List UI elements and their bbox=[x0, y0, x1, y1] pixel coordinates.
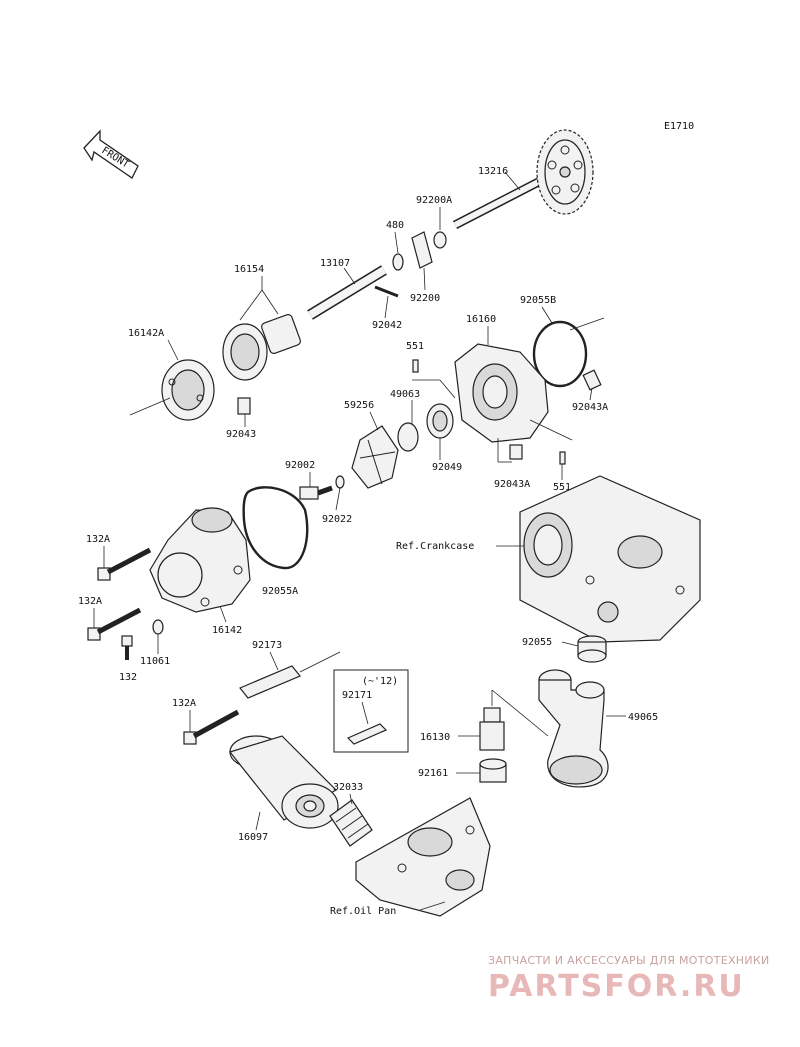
ref-crankcase-label: Ref.Crankcase bbox=[396, 541, 474, 552]
oring-92055 bbox=[577, 635, 607, 663]
ref-oil-pan-label: Ref.Oil Pan bbox=[330, 906, 396, 917]
label-92042: 92042 bbox=[372, 320, 402, 331]
washer-92022 bbox=[335, 475, 345, 489]
label-13107: 13107 bbox=[320, 258, 350, 269]
impeller-59256 bbox=[351, 403, 454, 489]
watermark-tagline: ЗАПЧАСТИ И АКСЕССУАРЫ ДЛЯ МОТОТЕХНИКИ bbox=[488, 954, 770, 967]
label-92171: 92171 bbox=[342, 690, 372, 701]
label-16142a: 16142A bbox=[128, 328, 164, 339]
pump-housing-16142 bbox=[149, 507, 251, 613]
label-92043a-bottom: 92043A bbox=[494, 479, 530, 490]
label-92171-note: (~'12) bbox=[362, 676, 398, 687]
label-551-bottom: 551 bbox=[553, 482, 571, 493]
gear-shaft-13216 bbox=[452, 129, 594, 229]
inset-92171 bbox=[333, 669, 409, 753]
label-92161: 92161 bbox=[418, 768, 448, 779]
label-132a-3: 132A bbox=[172, 698, 196, 709]
label-132: 132 bbox=[119, 672, 137, 683]
pin-92042 bbox=[374, 285, 399, 298]
bolt-132a-1 bbox=[97, 547, 152, 581]
label-92055b: 92055B bbox=[520, 295, 556, 306]
washer-92200a bbox=[433, 231, 447, 249]
dowel-92043a-bottom bbox=[509, 444, 523, 460]
label-132a-2: 132A bbox=[78, 596, 102, 607]
label-11061: 11061 bbox=[140, 656, 170, 667]
label-551-top: 551 bbox=[406, 341, 424, 352]
label-92173: 92173 bbox=[252, 640, 282, 651]
label-92055: 92055 bbox=[522, 637, 552, 648]
pin-551-top bbox=[412, 359, 419, 373]
gasket-92055a bbox=[242, 486, 309, 570]
label-49063: 49063 bbox=[390, 389, 420, 400]
fitting-16130 bbox=[479, 707, 505, 751]
label-92022: 92022 bbox=[322, 514, 352, 525]
circlip-480 bbox=[392, 253, 404, 271]
label-16160: 16160 bbox=[466, 314, 496, 325]
pin-551-bottom bbox=[559, 451, 566, 465]
bolt-92002 bbox=[299, 485, 333, 500]
label-16154: 16154 bbox=[234, 264, 264, 275]
plate-92200 bbox=[411, 231, 433, 269]
label-13216: 13216 bbox=[478, 166, 508, 177]
rotor-set-16154 bbox=[222, 314, 301, 381]
label-92200: 92200 bbox=[410, 293, 440, 304]
watermark-logo: PARTSFOR.RU bbox=[488, 969, 745, 1004]
label-32033: 32033 bbox=[333, 782, 363, 793]
nut-92161 bbox=[479, 758, 507, 783]
bracket-92173 bbox=[239, 665, 301, 699]
label-92002: 92002 bbox=[285, 460, 315, 471]
label-16097: 16097 bbox=[238, 832, 268, 843]
diagram-code: E1710 bbox=[664, 121, 694, 132]
pump-shaft-13107 bbox=[307, 265, 387, 320]
pump-body-16160 bbox=[454, 343, 549, 443]
label-92055a: 92055A bbox=[262, 586, 298, 597]
label-132a-1: 132A bbox=[86, 534, 110, 545]
label-92200a: 92200A bbox=[416, 195, 452, 206]
label-92043a-right: 92043A bbox=[572, 402, 608, 413]
washer-11061 bbox=[152, 619, 164, 635]
oil-filter-16097 bbox=[228, 735, 339, 829]
dowel-92043 bbox=[237, 397, 251, 415]
label-480: 480 bbox=[386, 220, 404, 231]
front-arrow-icon: FRONT bbox=[83, 129, 139, 179]
bolt-132a-3 bbox=[183, 709, 240, 745]
label-16130: 16130 bbox=[420, 732, 450, 743]
dowel-92043a-right bbox=[582, 369, 602, 391]
pump-cover-16142a bbox=[129, 359, 215, 421]
pipe-32033 bbox=[329, 799, 373, 847]
oring-92055b bbox=[532, 320, 588, 388]
oil-pan-reference bbox=[355, 797, 491, 917]
crankcase-reference bbox=[519, 475, 701, 643]
label-49065: 49065 bbox=[628, 712, 658, 723]
label-92049: 92049 bbox=[432, 462, 462, 473]
oil-pipe-49065 bbox=[538, 669, 609, 788]
bolt-132 bbox=[121, 635, 133, 660]
label-16142: 16142 bbox=[212, 625, 242, 636]
label-92043-left: 92043 bbox=[226, 429, 256, 440]
label-59256: 59256 bbox=[344, 400, 374, 411]
